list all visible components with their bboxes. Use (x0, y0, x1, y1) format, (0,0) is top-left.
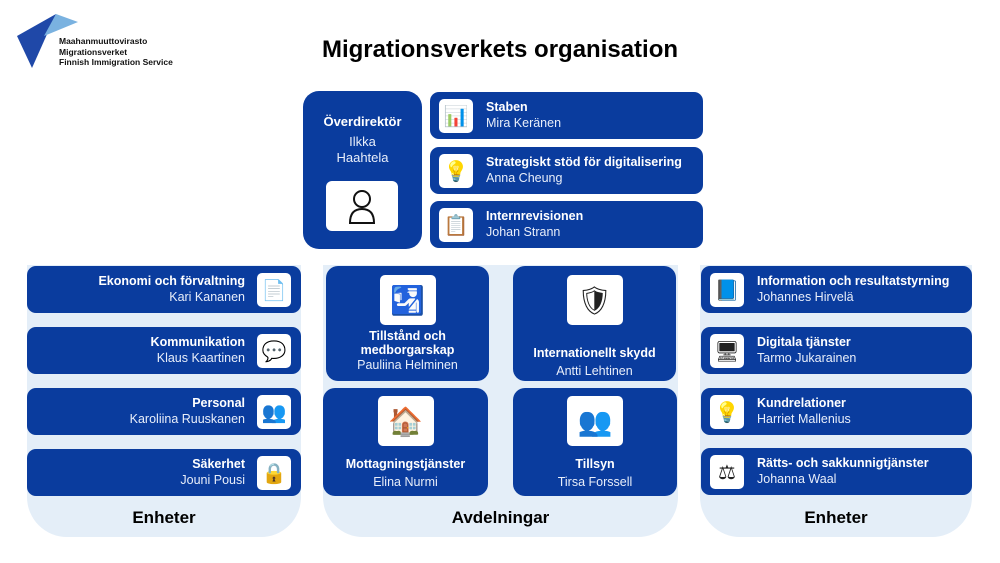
unit-title: Digitala tjänster (757, 335, 851, 349)
unit-head: Mira Keränen (486, 116, 562, 130)
logo-line: Finnish Immigration Service (59, 57, 173, 67)
panel-label: Enheter (132, 508, 196, 527)
unit-head: Harriet Mallenius (757, 412, 851, 426)
unit-title: Strategiskt stöd för digitalisering (486, 155, 682, 169)
director-name: Ilkka (349, 134, 376, 149)
house-people-icon: 🏠 (377, 396, 434, 446)
document-icon: 📄 (257, 273, 291, 307)
logo-line: Maahanmuuttovirasto (59, 36, 148, 46)
unit-title: Personal (192, 396, 245, 410)
unit-title: Ekonomi och förvaltning (98, 274, 245, 288)
book-icon: 📘 (710, 273, 744, 307)
department-tillstand: 🛂 Tillstånd och medborgarskap Pauliina H… (326, 266, 489, 381)
department-title: Tillsyn (575, 457, 615, 471)
panel-label: Avdelningar (451, 508, 550, 527)
logo-line: Migrationsverket (59, 46, 128, 57)
panel-label: Enheter (804, 508, 868, 527)
unit-head: Johannes Hirvelä (757, 290, 854, 304)
unit-title: Rätts- och sakkunnigtjänster (757, 456, 929, 470)
department-title: Internationellt skydd (533, 346, 656, 360)
padlock-icon: 🔒 (257, 456, 291, 490)
passport-icon: 🛂 (379, 275, 436, 325)
unit-head: Tarmo Jukarainen (757, 351, 857, 365)
shield-people-icon: 🛡 (566, 275, 623, 325)
presentation-board-icon: 📊 (439, 99, 473, 133)
unit-head: Kari Kananen (169, 290, 245, 304)
page-title: Migrationsverkets organisation (321, 36, 679, 63)
people-icon: 👥 (567, 396, 623, 446)
lightbulb-gear-icon: 💡 (439, 154, 473, 188)
computer-icon: 🖥 (710, 334, 744, 368)
department-head: Pauliina Helminen (357, 358, 458, 372)
logo: Maahanmuuttovirasto Migrationsverket Fin… (14, 12, 204, 72)
unit-title: Säkerhet (192, 457, 245, 471)
unit-head: Johan Strann (486, 225, 561, 239)
unit-title: Staben (486, 100, 528, 114)
department-mottagning: 🏠 Mottagningstjänster Elina Nurmi (323, 388, 488, 496)
lightbulb-icon: 💡 (710, 395, 744, 429)
department-head: Antti Lehtinen (556, 364, 633, 378)
people-group-icon: 👥 (257, 395, 291, 429)
director-name: Haahtela (336, 150, 389, 165)
department-title: Mottagningstjänster (345, 457, 466, 471)
unit-head: Johanna Waal (757, 472, 837, 486)
unit-head: Jouni Pousi (180, 473, 245, 487)
department-title: Tillstånd och (369, 329, 446, 343)
director-title: Överdirektör (323, 114, 402, 129)
logo-mark-icon (17, 14, 78, 68)
unit-title: Information och resultatstyrning (757, 274, 950, 288)
unit-title: Kommunikation (150, 335, 245, 349)
department-head: Tirsa Forssell (557, 475, 633, 489)
department-tillsyn: 👥 Tillsyn Tirsa Forssell (513, 388, 677, 496)
unit-head: Anna Cheung (486, 171, 563, 185)
department-head: Elina Nurmi (373, 475, 438, 489)
unit-title: Kundrelationer (757, 396, 846, 410)
chat-bubbles-icon: 💬 (257, 334, 291, 368)
person-icon (326, 181, 398, 231)
director-box: Överdirektör Ilkka Haahtela (303, 91, 422, 249)
unit-title: Internrevisionen (486, 209, 584, 223)
scales-icon: ⚖ (710, 455, 744, 489)
clipboard-checklist-icon: 📋 (439, 208, 473, 242)
unit-head: Klaus Kaartinen (156, 351, 245, 365)
department-title: medborgarskap (360, 343, 455, 357)
unit-head: Karoliina Ruuskanen (129, 412, 245, 426)
department-internationellt-skydd: 🛡 Internationellt skydd Antti Lehtinen (513, 266, 676, 381)
